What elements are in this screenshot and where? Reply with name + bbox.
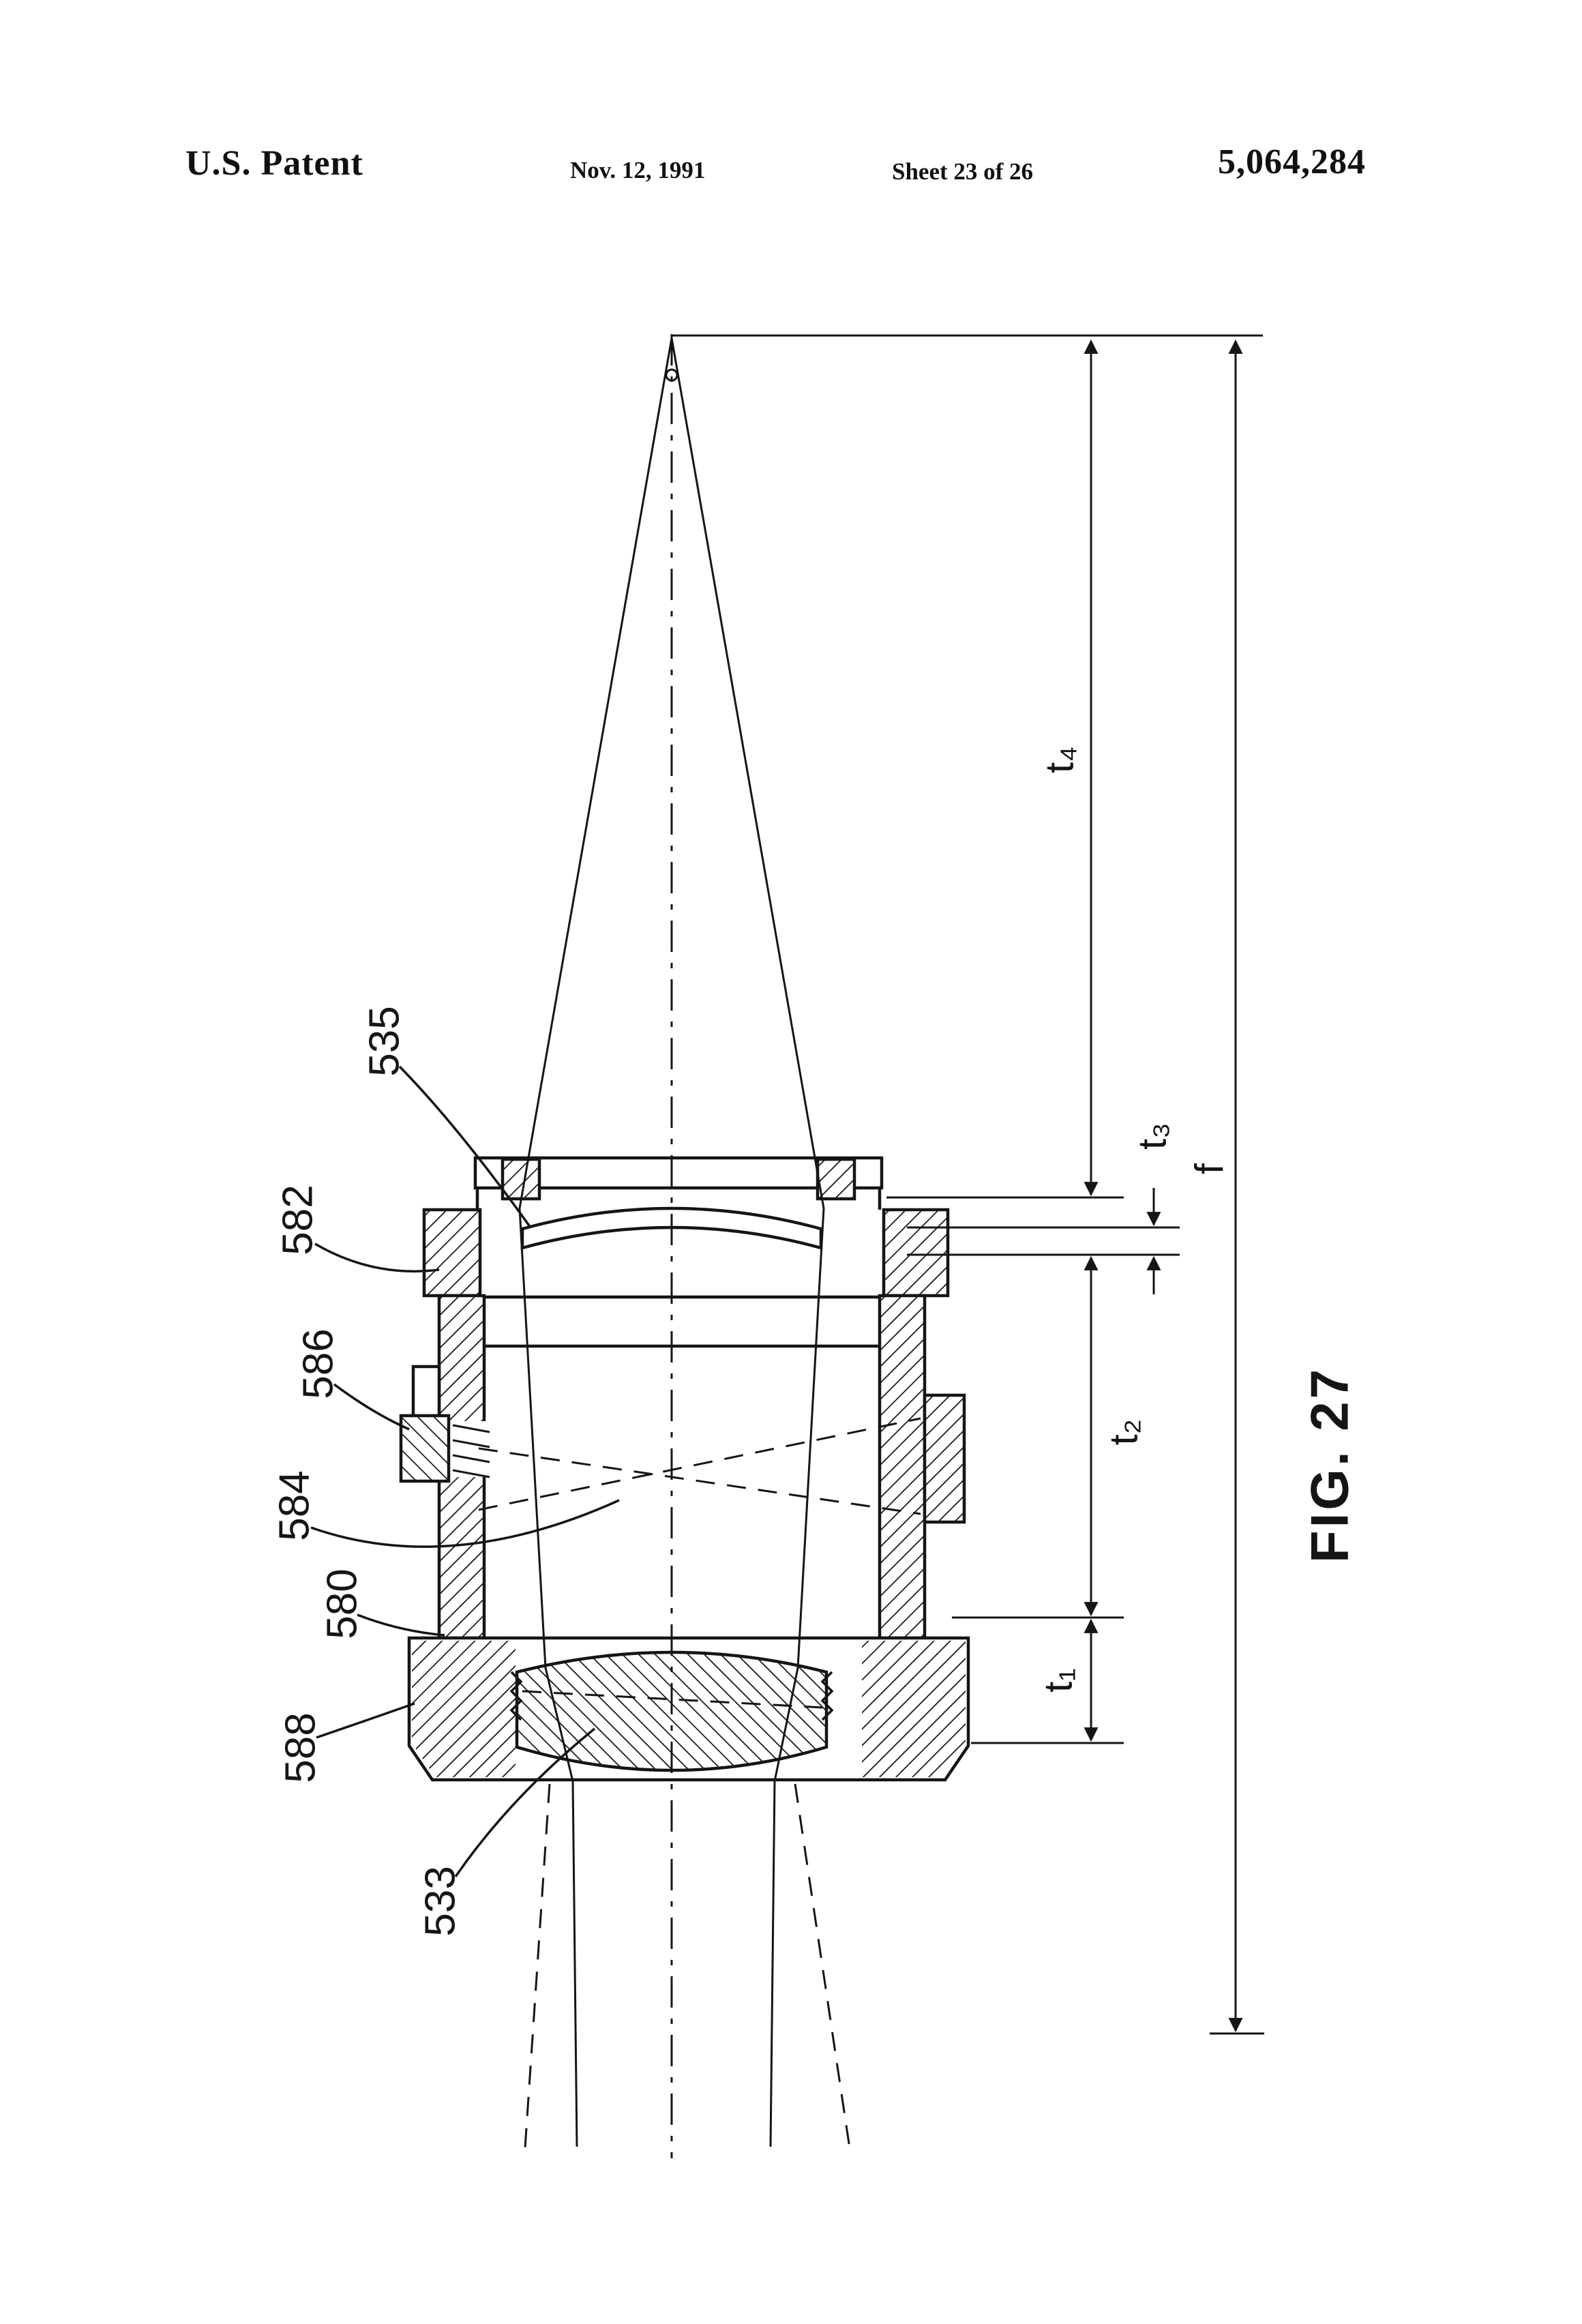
barrel-wall-right bbox=[878, 1294, 927, 1640]
oblique-rays-dashed bbox=[478, 1417, 921, 2149]
ref-label-586: 586 bbox=[295, 1328, 342, 1399]
leader-588 bbox=[316, 1702, 415, 1739]
bottom-flange-section-right bbox=[862, 1641, 966, 1777]
dimension-label-t4: t₄ bbox=[1037, 746, 1081, 773]
ref-label-535: 535 bbox=[361, 1006, 408, 1076]
barrel-boss-right bbox=[923, 1393, 966, 1524]
dimension-annotations bbox=[886, 339, 1264, 2035]
upper-flange-right bbox=[882, 1208, 950, 1298]
leader-533 bbox=[454, 1727, 596, 1877]
leader-535 bbox=[398, 1065, 532, 1229]
ref-label-580: 580 bbox=[318, 1568, 365, 1639]
ref-label-533: 533 bbox=[417, 1866, 464, 1936]
set-screw-threads bbox=[452, 1424, 490, 1478]
patent-title: U.S. Patent bbox=[185, 144, 363, 183]
marginal-ray-right bbox=[670, 338, 825, 2147]
figure-label: FIG. 27 bbox=[1300, 1367, 1360, 1563]
sheet-number: Sheet 23 of 26 bbox=[892, 158, 1034, 185]
patent-number: 5,064,284 bbox=[1218, 143, 1366, 181]
bottom-flange-section-left bbox=[412, 1641, 516, 1777]
set-screw-head bbox=[399, 1414, 451, 1483]
patent-date: Nov. 12, 1991 bbox=[570, 157, 706, 183]
marginal-ray-left bbox=[518, 338, 673, 2147]
upper-flange-left bbox=[422, 1208, 482, 1298]
lens-assembly bbox=[399, 1156, 970, 1782]
spacer-ring bbox=[451, 1295, 913, 1348]
ref-label-582: 582 bbox=[274, 1185, 321, 1255]
ref-label-584: 584 bbox=[271, 1470, 318, 1540]
leader-582 bbox=[314, 1242, 440, 1273]
leader-580 bbox=[357, 1613, 445, 1637]
retainer-thread-zigzag bbox=[509, 1671, 834, 1721]
top-retainer-section-right bbox=[816, 1157, 856, 1201]
dimension-label-t1: t₁ bbox=[1036, 1668, 1080, 1693]
leader-584 bbox=[310, 1499, 620, 1548]
ray-trace bbox=[478, 334, 1263, 2158]
top-retainer-cap bbox=[473, 1156, 884, 1190]
cap-steps bbox=[475, 1188, 882, 1210]
leader-lines bbox=[310, 1065, 620, 1877]
dimension-label-f: f bbox=[1187, 1163, 1232, 1174]
leader-586 bbox=[333, 1383, 410, 1431]
dimension-label-t2: t₂ bbox=[1101, 1419, 1146, 1446]
top-retainer-section-left bbox=[501, 1157, 541, 1201]
ref-label-588: 588 bbox=[277, 1712, 324, 1783]
barrel-notch-left bbox=[411, 1365, 441, 1419]
dimension-label-t3: t₃ bbox=[1130, 1122, 1174, 1150]
